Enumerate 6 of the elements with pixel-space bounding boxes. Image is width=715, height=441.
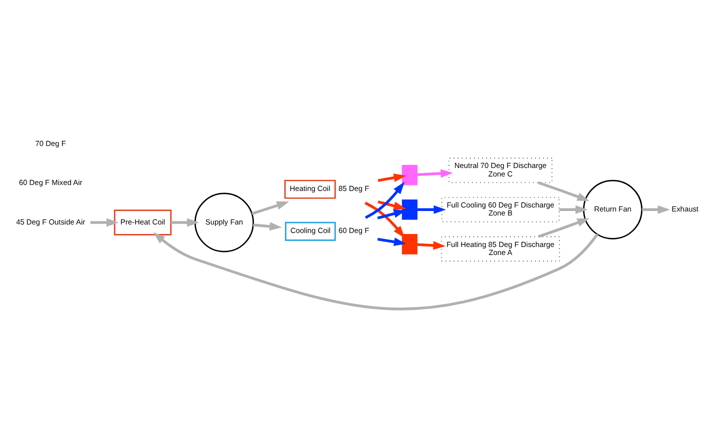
- label: 70 Deg F: [35, 138, 66, 148]
- node-text: 45 Deg F Outside Air: [16, 217, 86, 226]
- node-label: 60 Deg F: [338, 226, 370, 236]
- label: 60 Deg F Mixed Air: [18, 178, 82, 188]
- node-label: 85 Deg F: [338, 184, 370, 194]
- node-text: Exhaust: [672, 204, 699, 214]
